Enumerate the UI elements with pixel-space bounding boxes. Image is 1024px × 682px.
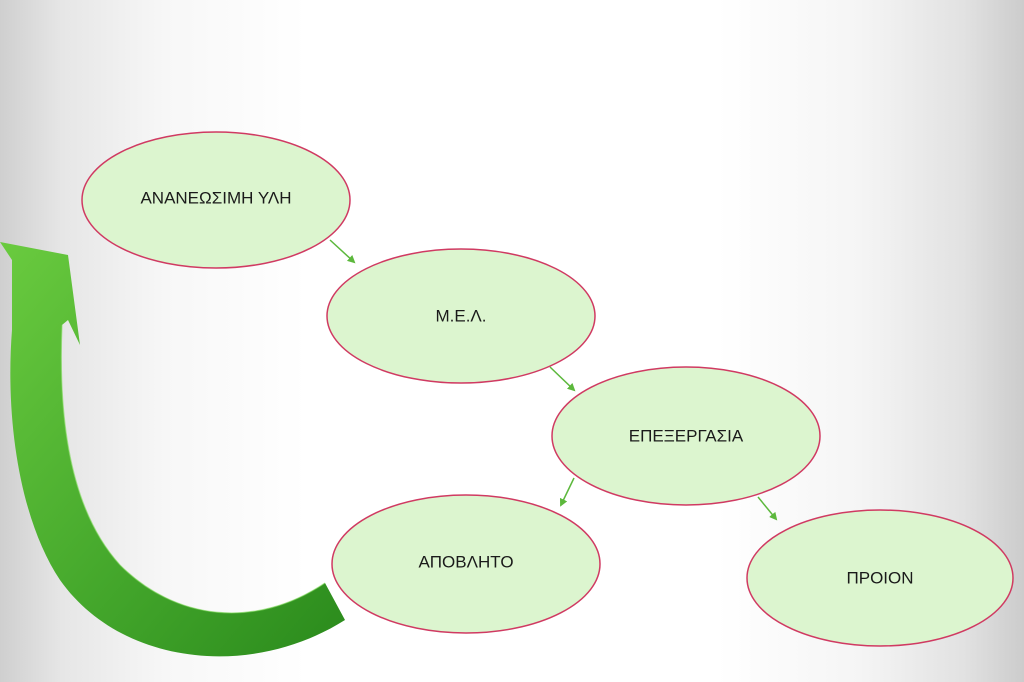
node-mel: Μ.Ε.Λ. <box>326 248 596 384</box>
connector-mel-to-processing <box>549 366 576 392</box>
connector-processing-to-waste <box>559 477 575 507</box>
node-product-label: ΠΡΟΙΟΝ <box>846 569 913 588</box>
node-mel-label: Μ.Ε.Λ. <box>435 307 486 326</box>
node-processing: ΕΠΕΞΕΡΓΑΣΙΑ <box>551 366 821 506</box>
node-renewable-material: ΑΝΑΝΕΩΣΙΜΗ ΥΛΗ <box>81 131 351 269</box>
node-product: ΠΡΟΙΟΝ <box>746 509 1014 647</box>
cycle-arrow <box>0 242 345 657</box>
node-processing-label: ΕΠΕΞΕΡΓΑΣΙΑ <box>629 427 744 446</box>
connector-material-to-mel <box>329 239 356 264</box>
node-waste-label: ΑΠΟΒΛΗΤΟ <box>418 553 513 572</box>
node-waste: ΑΠΟΒΛΗΤΟ <box>331 494 601 634</box>
node-renewable-material-label: ΑΝΑΝΕΩΣΙΜΗ ΥΛΗ <box>140 189 291 208</box>
connector-processing-to-product <box>757 496 778 521</box>
